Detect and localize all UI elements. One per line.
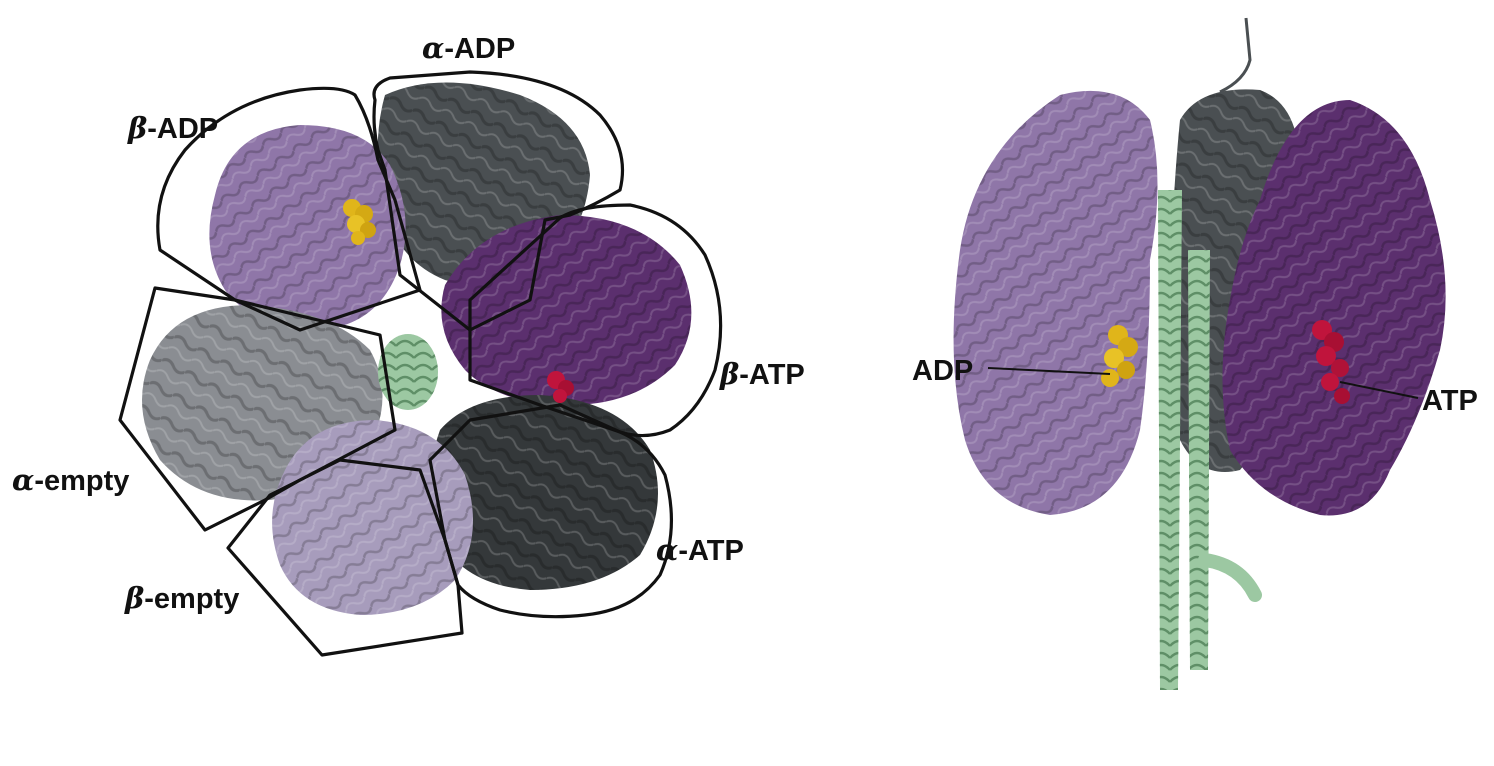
atp-leader-line [1339,381,1419,399]
gamma-subunit-side [1158,190,1262,690]
label-beta-atp: β-ATP [719,357,805,391]
top-view: α-ADP β-ADP β-ATP α-empty α-ATP β-empty [12,31,805,657]
label-alpha-empty: α-empty [12,463,129,497]
label-beta-adp: β-ADP [127,111,218,145]
outline-beta-adp [156,86,422,332]
outline-alpha-adp [372,70,624,332]
outline-alpha-atp [428,403,674,619]
atp-ligand-side [1312,320,1350,404]
outline-beta-empty [226,458,464,657]
adp-leader-line [987,367,1111,375]
subunit-alpha-atp [430,395,658,590]
label-adp: ADP [912,355,973,387]
atp-ligand-top [547,371,574,403]
label-atp: ATP [1422,385,1478,417]
subunit-beta-atp [441,215,692,405]
side-subunit-beta-left [953,90,1158,515]
side-subunit-beta-right [1222,100,1446,516]
label-alpha-adp: α-ADP [422,31,515,65]
adp-ligand-top [343,199,376,245]
side-view: ADP ATP [912,17,1478,690]
label-alpha-atp: α-ATP [656,533,744,567]
label-beta-empty: β-empty [124,581,239,615]
n-terminal-chain [1219,17,1252,94]
gamma-subunit-top [378,334,438,410]
outline-beta-atp [468,203,723,438]
subunit-beta-adp [209,125,406,330]
